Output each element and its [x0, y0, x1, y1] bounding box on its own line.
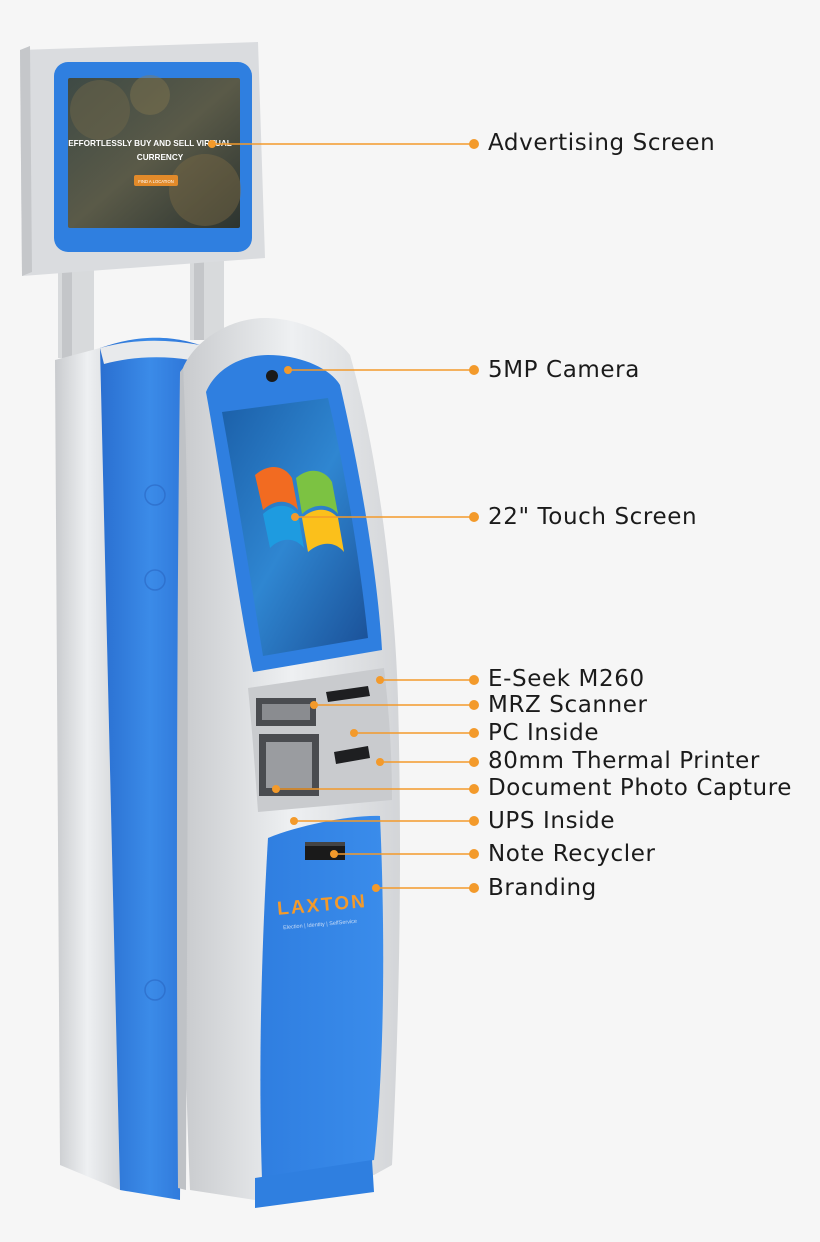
- ad-headline-line1: EFFORTLESSLY BUY AND SELL VIRTUAL: [68, 139, 232, 148]
- advertising-screen: [20, 42, 265, 276]
- ad-button-label: FIND A LOCATION: [138, 179, 174, 184]
- printer-slot: [334, 746, 370, 764]
- callout-label-ups-inside: UPS Inside: [488, 808, 616, 834]
- callout-label-branding: Branding: [488, 875, 597, 901]
- callout-label-touch-screen: 22" Touch Screen: [488, 504, 698, 530]
- callout-lines: [212, 143, 474, 889]
- callout-label-e-seek: E-Seek M260: [488, 666, 645, 692]
- kiosk-base: [255, 1160, 374, 1208]
- callout-label-thermal-printer: 80mm Thermal Printer: [488, 748, 760, 774]
- ad-find-location-button: [134, 175, 178, 186]
- camera-lens: [266, 370, 278, 382]
- lower-front-panel: [255, 815, 384, 1208]
- ad-headline-line2: CURRENCY: [137, 153, 184, 162]
- kiosk-side-panel: [55, 337, 200, 1200]
- callout-label-5mp-camera: 5MP Camera: [488, 357, 640, 383]
- e-seek-slot: [326, 686, 370, 702]
- callout-label-document-photo-capture: Document Photo Capture: [488, 775, 793, 801]
- ad-screen-text: EFFORTLESSLY BUY AND SELL VIRTUAL CURREN…: [68, 139, 232, 186]
- callout-label-note-recycler: Note Recycler: [488, 841, 656, 867]
- device-module-panel: [248, 668, 392, 812]
- ad-screen-posts: [58, 250, 224, 358]
- callout-label-advertising-screen: Advertising Screen: [488, 130, 716, 156]
- touch-screen-display: [222, 398, 368, 656]
- callout-label-mrz-scanner: MRZ Scanner: [488, 692, 648, 718]
- callout-label-pc-inside: PC Inside: [488, 720, 600, 746]
- callout-dots: [208, 139, 479, 893]
